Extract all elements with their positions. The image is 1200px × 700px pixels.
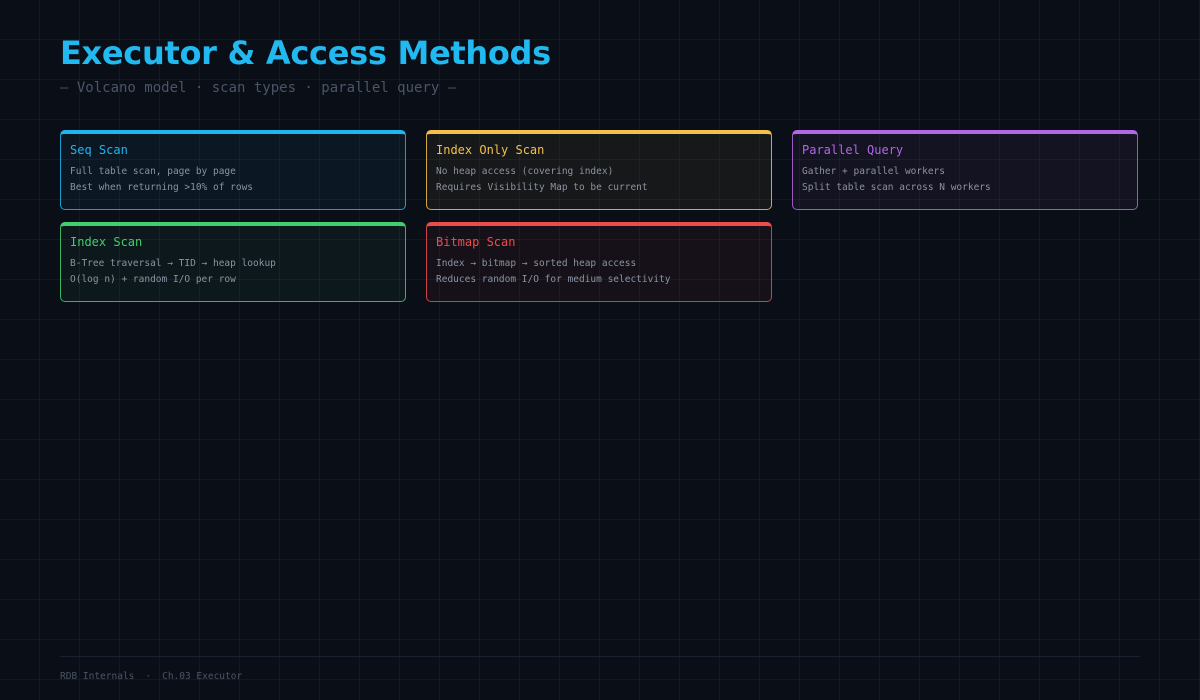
card-description: No heap access (covering index) [436, 166, 614, 177]
page-title: Executor & Access Methods [60, 34, 551, 72]
card-index-scan: Index Scan B-Tree traversal → TID → heap… [60, 222, 406, 302]
card-description: Split table scan across N workers [802, 182, 991, 193]
footer-divider [60, 656, 1140, 657]
card-description: Gather + parallel workers [802, 166, 945, 177]
card-parallel-query: Parallel Query Gather + parallel workers… [792, 130, 1138, 210]
footer-separator: · [145, 671, 152, 682]
card-bitmap-scan: Bitmap Scan Index → bitmap → sorted heap… [426, 222, 772, 302]
page-subtitle: — Volcano model · scan types · parallel … [60, 80, 457, 96]
card-description: Reduces random I/O for medium selectivit… [436, 274, 671, 285]
card-description: B-Tree traversal → TID → heap lookup [70, 258, 276, 269]
card-index-only-scan: Index Only Scan No heap access (covering… [426, 130, 772, 210]
card-description: Best when returning >10% of rows [70, 182, 254, 193]
card-title: Bitmap Scan [436, 235, 516, 249]
card-description: Requires Visibility Map to be current [436, 182, 648, 193]
card-description: Full table scan, page by page [70, 166, 236, 177]
card-title: Index Scan [70, 235, 143, 249]
card-title: Parallel Query [802, 143, 904, 157]
card-title: Seq Scan [70, 143, 128, 157]
card-description: Index → bitmap → sorted heap access [436, 258, 637, 269]
footer-book: RDB Internals [60, 671, 135, 682]
footer-chapter: Ch.03 Executor [162, 671, 243, 682]
card-title: Index Only Scan [436, 143, 545, 157]
card-seq-scan: Seq Scan Full table scan, page by page B… [60, 130, 406, 210]
footer: RDB Internals · Ch.03 Executor [60, 671, 242, 682]
card-description: O(log n) + random I/O per row [70, 274, 236, 285]
